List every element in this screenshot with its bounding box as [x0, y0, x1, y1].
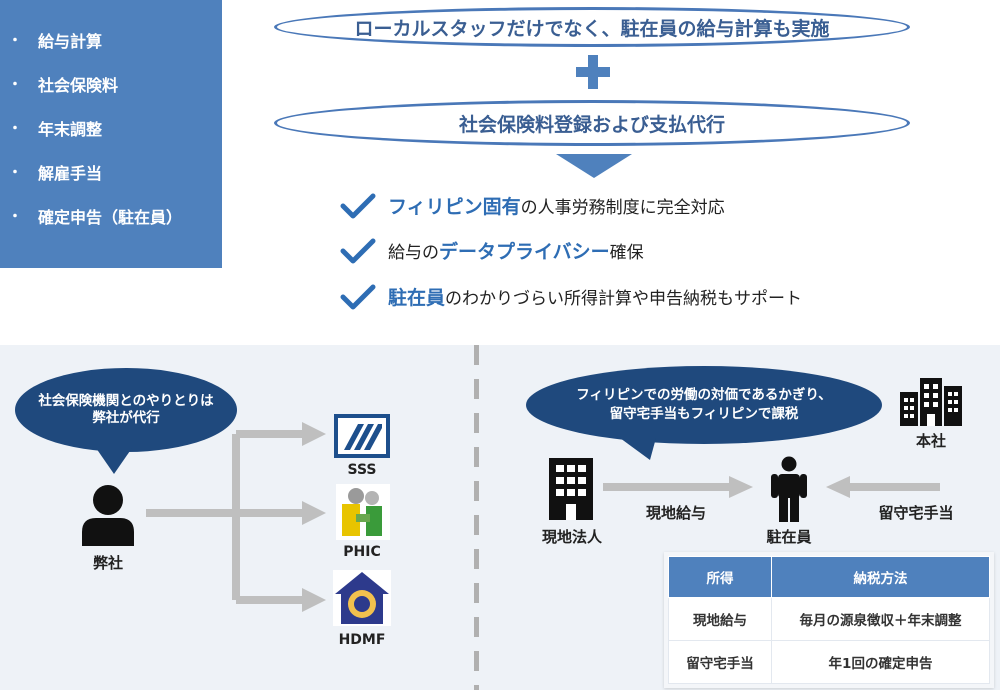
service-item: ・社会保険料: [0, 62, 222, 106]
feature-post: の人事労務制度に完全対応: [520, 198, 725, 218]
plus-icon: [576, 55, 610, 89]
table-header-row: 所得 納税方法: [668, 556, 990, 598]
headline-top-text: ローカルスタッフだけでなく、駐在員の給与計算も実施: [354, 17, 830, 40]
service-label: 社会保険料: [38, 76, 119, 95]
table-cell: 留守宅手当: [668, 640, 772, 684]
headline-top-oval: ローカルスタッフだけでなく、駐在員の給与計算も実施: [274, 7, 910, 47]
agency-label-sss: SSS: [347, 462, 377, 478]
down-arrow-icon: [556, 154, 632, 178]
feature-post: 確保: [609, 243, 644, 263]
hq-label: 本社: [915, 432, 946, 450]
table-row: 留守宅手当 年1回の確定申告: [668, 640, 990, 684]
service-item: ・年末調整: [0, 106, 222, 150]
bubble-text: 社会保険機関とのやりとりは弊社が代行: [38, 393, 214, 426]
bubble-tail: [96, 448, 132, 474]
headline-bottom-oval: 社会保険料登録および支払代行: [274, 100, 910, 146]
expat-label: 駐在員: [766, 528, 812, 546]
bubble-text-line1: フィリピンでの労働の対価であるかぎり、: [576, 387, 832, 403]
local-entity-label: 現地法人: [541, 528, 602, 546]
person-icon: [82, 485, 134, 546]
local-salary-label: 現地給与: [645, 504, 706, 522]
feature-post: のわかりづらい所得計算や申告納税もサポート: [445, 289, 803, 309]
feature-row: 給与のデータプライバシー確保: [340, 237, 644, 264]
speech-bubble-agency: 社会保険機関とのやりとりは弊社が代行: [15, 368, 237, 452]
bullet: ・: [8, 121, 22, 137]
agency-label-phic: PHIC: [343, 544, 381, 560]
sss-logo-icon: [334, 414, 390, 458]
service-item: ・解雇手当: [0, 150, 222, 194]
headline-bottom-text: 社会保険料登録および支払代行: [458, 113, 725, 136]
services-list-panel: ・給与計算 ・社会保険料 ・年末調整 ・解雇手当 ・確定申告（駐在員）: [0, 0, 222, 268]
bullet: ・: [8, 77, 22, 93]
service-label: 年末調整: [38, 120, 103, 139]
service-label: 解雇手当: [38, 164, 103, 183]
dashed-divider: [474, 345, 479, 690]
feature-highlight: 駐在員: [388, 287, 446, 309]
bullet: ・: [8, 33, 22, 49]
check-icon: [340, 238, 376, 263]
bubble-text-line2: 留守宅手当もフィリピンで課税: [609, 406, 799, 422]
building-icon: [549, 458, 593, 520]
bullet: ・: [8, 165, 22, 181]
speech-bubble-tax: フィリピンでの労働の対価であるかぎり、 留守宅手当もフィリピンで課税: [526, 366, 882, 444]
service-label: 給与計算: [38, 32, 103, 51]
expat-person-icon: [771, 456, 807, 522]
feature-row: 駐在員のわかりづらい所得計算や申告納税もサポート: [340, 283, 802, 310]
feature-highlight: データプライバシー: [439, 241, 610, 263]
company-label: 弊社: [92, 554, 123, 572]
agency-label-hdmf: HDMF: [338, 632, 386, 648]
table-cell: 毎月の源泉徴収＋年末調整: [771, 597, 990, 641]
home-allowance-label: 留守宅手当: [878, 504, 954, 522]
check-icon: [340, 284, 376, 309]
feature-row: フィリピン固有の人事労務制度に完全対応: [340, 192, 725, 219]
service-item: ・給与計算: [0, 18, 222, 62]
arrow-left-icon: [826, 476, 940, 498]
feature-highlight: フィリピン固有: [388, 196, 521, 218]
tax-method-table: 所得 納税方法 現地給与 毎月の源泉徴収＋年末調整 留守宅手当 年1回の確定申告: [668, 556, 990, 684]
table-row: 現地給与 毎月の源泉徴収＋年末調整: [668, 597, 990, 641]
connector-arrows: [146, 422, 326, 612]
bubble-tail: [620, 438, 656, 460]
phic-logo-icon: [336, 484, 390, 540]
hdmf-logo-icon: [333, 570, 391, 626]
bullet: ・: [8, 209, 22, 225]
table-cell: 現地給与: [668, 597, 772, 641]
check-icon: [340, 193, 376, 218]
headquarters-icon: [900, 378, 962, 426]
tax-method-table-container: 所得 納税方法 現地給与 毎月の源泉徴収＋年末調整 留守宅手当 年1回の確定申告: [664, 552, 994, 688]
feature-pre: 給与の: [388, 243, 439, 263]
table-header: 所得: [668, 556, 772, 598]
table-header: 納税方法: [771, 556, 990, 598]
arrow-right-icon: [603, 476, 753, 498]
service-item: ・確定申告（駐在員）: [0, 194, 222, 238]
table-cell: 年1回の確定申告: [771, 640, 990, 684]
service-label: 確定申告（駐在員）: [38, 208, 183, 227]
